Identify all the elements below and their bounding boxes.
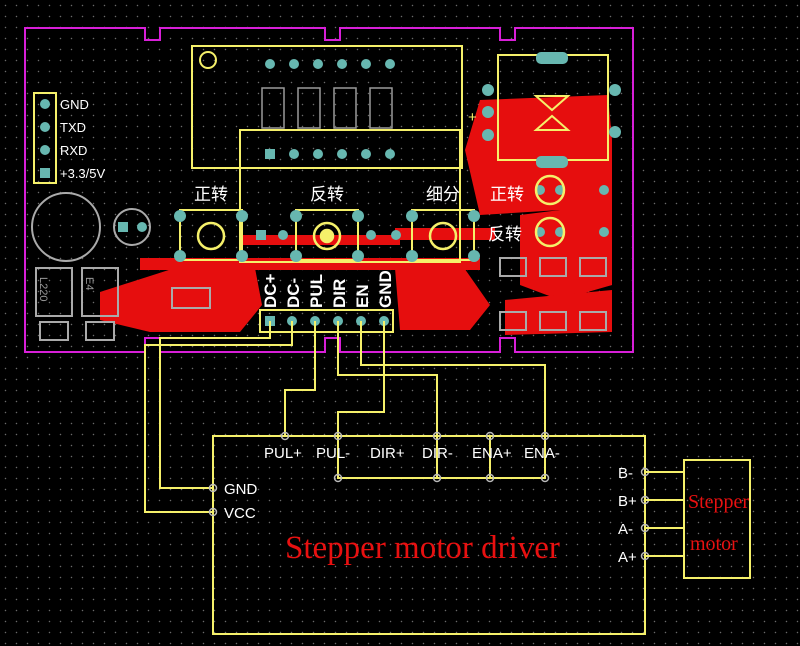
diode-mark-2 [533,114,571,131]
small-cap [113,208,151,246]
display-pins-top [265,59,395,69]
wire-pul [284,321,316,436]
pin-label-a-minus: A- [618,521,633,538]
header-label-gnd: GND [376,270,395,308]
driver-title: Stepper motor driver [285,530,560,566]
silkscreen [31,45,609,341]
uart-header-outline [33,92,57,184]
header-label-dir: DIR [330,279,349,308]
pin-label-ena-minus: ENA- [524,445,560,462]
motor-label-line2: motor [690,533,738,555]
wire-pul-minus-bus [337,436,546,479]
pin-label-b-minus: B- [618,465,633,482]
wire-dc-plus [159,321,271,489]
label-subdivide: 细分 [426,185,460,205]
driver-top-pins: PUL+ PUL- DIR+ DIR- ENA+ ENA- [264,445,560,462]
display-pins-bottom [265,149,395,159]
btn-outline-1 [179,209,243,261]
dim-marks: L220 E4 [37,277,95,301]
button-pads [174,210,480,262]
pcb-board: GND TXD RXD +3.3/5V 正转 反转 细分 正转 反转 + L22… [24,27,634,353]
uart-label-rxd: RXD [60,143,87,158]
electrolytic-cap [31,192,101,262]
plus-mark: + [468,109,477,126]
driver-right-pins: B- B+ A- A+ [618,465,637,566]
btn-outline-3 [411,209,475,261]
pads [40,52,621,326]
button-subdivide[interactable] [428,221,458,251]
output-header-pins [265,316,389,326]
header-label-dc-minus: DC- [284,278,303,308]
pin-label-dir-minus: DIR- [422,445,453,462]
driver-left-pins: GND VCC [224,481,258,522]
cjk-labels: 正转 反转 细分 正转 反转 [194,185,524,245]
button-forward-2[interactable] [534,174,566,206]
pin-label-b-plus: B+ [618,493,637,510]
row-pads [256,230,401,240]
header-label-pul: PUL [307,274,326,308]
label-forward-2: 正转 [490,185,524,205]
button-reverse[interactable] [312,221,342,251]
label-reverse: 反转 [310,185,344,205]
center-bracket [239,129,461,263]
motor-box [683,459,751,579]
uart-label-txd: TXD [60,120,86,135]
wire-gnd [337,321,385,436]
wire-dir [337,321,438,436]
wiring [144,321,546,513]
uart-label-vcc: +3.3/5V [60,166,106,181]
pin-label-ena-plus: ENA+ [472,445,512,462]
header-label-dc-plus: DC+ [261,273,280,308]
misc-pads [118,185,609,237]
uart-labels: GND TXD RXD +3.3/5V [60,97,106,181]
wire-dc-minus [144,321,293,513]
driver-box [212,435,646,635]
pin-label-a-plus: A+ [618,549,637,566]
display-module-outline [191,45,463,169]
motor-label-line1: Stepper [688,491,749,513]
pin-label-pul-minus: PUL- [316,445,350,462]
pin-label-pul-plus: PUL+ [264,445,302,462]
label-forward: 正转 [194,185,228,205]
pin-label-gnd: GND [224,481,258,498]
dim-mark-2: E4 [83,277,95,290]
header-label-en: EN [353,284,372,308]
button-forward[interactable] [196,221,226,251]
stepper-driver: PUL+ PUL- DIR+ DIR- ENA+ ENA- GND VCC B-… [208,431,650,635]
diode-mark-1 [533,95,571,112]
wire-en [360,321,546,436]
stepper-motor: Stepper motor [683,459,751,579]
dim-mark-1: L220 [37,277,49,301]
buttons [196,174,566,251]
pin-label-vcc: VCC [224,505,256,522]
uart-pins [40,99,50,178]
pin-label-dir-plus: DIR+ [370,445,405,462]
output-header-outline [259,309,394,333]
connector-pads [482,52,621,168]
header-labels: DC+ DC- PUL DIR EN GND [261,270,395,308]
btn-outline-2 [295,209,359,261]
label-reverse-2: 反转 [488,225,522,245]
motor-wires [645,471,684,557]
button-reverse-2[interactable] [534,216,566,248]
uart-label-gnd: GND [60,97,89,112]
